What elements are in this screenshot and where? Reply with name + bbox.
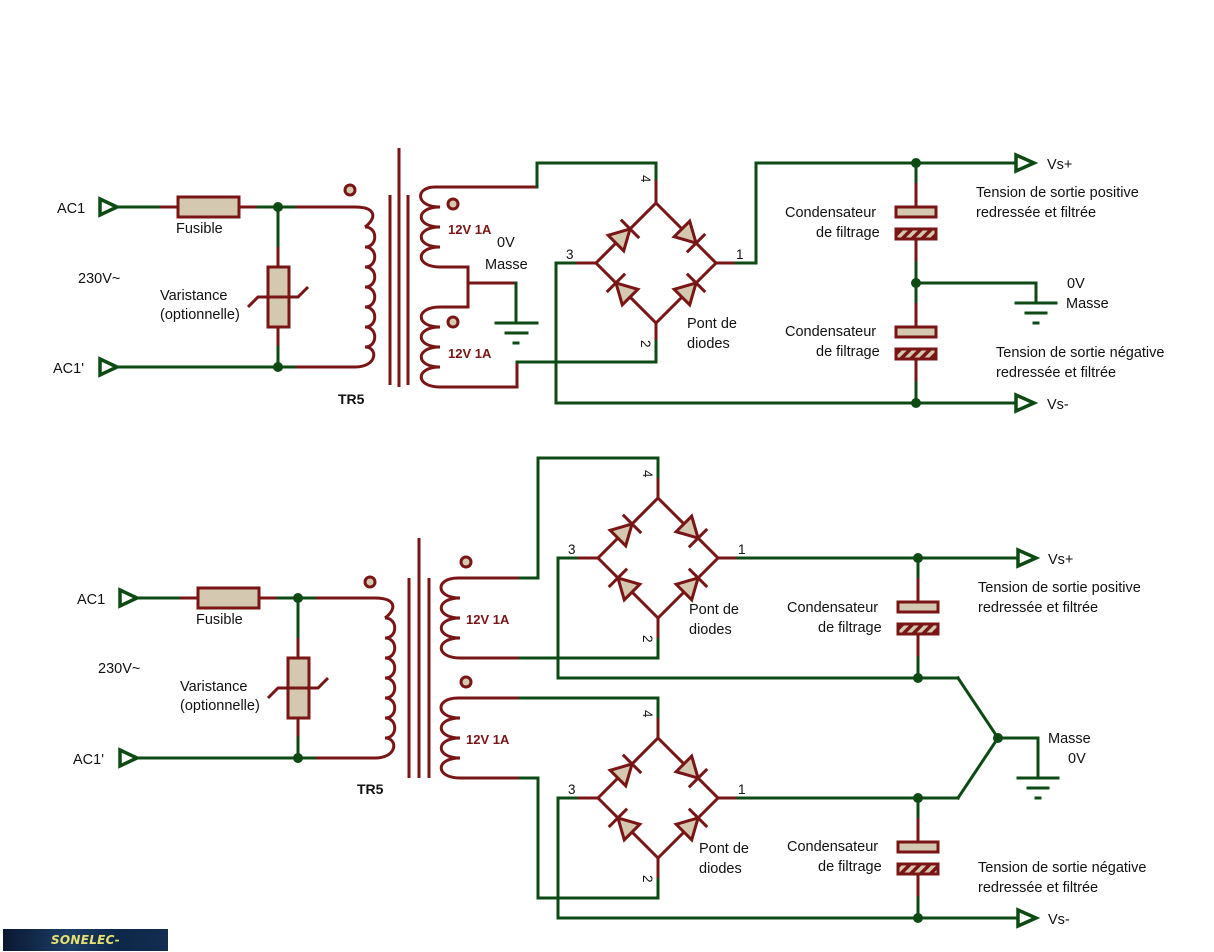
label-cap2-1: Condensateur — [787, 839, 878, 855]
label-ground-masse: Masse — [1066, 296, 1109, 312]
bottom-circuit: AC1 AC1' 230V~ Fusible Varistance (optio… — [73, 456, 1146, 929]
label-transformer: TR5 — [338, 391, 365, 407]
label-varistor-1: Varistance — [180, 679, 247, 695]
label-cap2-2: de filtrage — [816, 344, 880, 360]
transformer-primary — [354, 205, 377, 369]
neg-desc-1: Tension de sortie négative — [978, 860, 1146, 876]
diode-bridge-2 — [595, 735, 721, 861]
watermark-logo: SONELEC-MUSIQUE.COM — [3, 929, 168, 951]
fuse — [196, 586, 261, 610]
diode-bridge-1 — [595, 495, 721, 621]
terminal-vs-minus-icon — [1016, 907, 1041, 929]
neg-desc-1: Tension de sortie négative — [996, 345, 1164, 361]
label-vs-minus: Vs- — [1047, 397, 1069, 413]
label-cap1-1: Condensateur — [787, 600, 878, 616]
bridge2-pin-3: 3 — [568, 782, 576, 797]
label-centertap-0v: 0V — [497, 235, 515, 251]
label-bridge1-2: diodes — [689, 622, 732, 638]
capacitor-positive — [894, 205, 938, 219]
terminal-ac1-prime-icon — [118, 747, 142, 769]
label-cap2-2: de filtrage — [818, 859, 882, 875]
label-cap2-1: Condensateur — [785, 324, 876, 340]
bridge-pin-3: 3 — [566, 247, 574, 262]
bridge1-pin-2: 2 — [640, 635, 655, 643]
bridge2-pin-1: 1 — [738, 782, 746, 797]
terminal-ac1-prime-icon — [98, 356, 122, 378]
label-varistor-1: Varistance — [160, 288, 227, 304]
fuse — [176, 195, 241, 219]
label-vs-plus: Vs+ — [1048, 552, 1073, 568]
label-ac1: AC1 — [57, 201, 85, 217]
bridge2-pin-4: 4 — [640, 710, 655, 718]
terminal-ac1-icon — [118, 587, 142, 609]
label-ground-masse: Masse — [1048, 731, 1091, 747]
label-cap1-2: de filtrage — [816, 225, 880, 241]
capacitor-negative — [896, 840, 940, 854]
label-bridge2-2: diodes — [699, 861, 742, 877]
label-mains: 230V~ — [78, 271, 120, 287]
pos-desc-2: redressée et filtrée — [978, 600, 1098, 616]
label-bridge-1: Pont de — [687, 316, 737, 332]
label-ground-0v: 0V — [1068, 751, 1086, 767]
terminal-ac1-icon — [98, 196, 122, 218]
label-ac1: AC1 — [77, 592, 105, 608]
label-fuse: Fusible — [196, 612, 243, 628]
label-ac1-prime: AC1' — [53, 361, 84, 377]
label-cap1-2: de filtrage — [818, 620, 882, 636]
label-cap1-1: Condensateur — [785, 205, 876, 221]
label-bridge-2: diodes — [687, 336, 730, 352]
terminal-vs-minus-icon — [1014, 392, 1039, 414]
pos-desc-1: Tension de sortie positive — [978, 580, 1141, 596]
top-circuit: AC1 AC1' 230V~ Fusible Varistance (optio… — [53, 148, 1164, 414]
label-bridge1-1: Pont de — [689, 602, 739, 618]
neg-desc-2: redressée et filtrée — [978, 880, 1098, 896]
label-transformer: TR5 — [357, 781, 384, 797]
pos-desc-1: Tension de sortie positive — [976, 185, 1139, 201]
bridge1-pin-1: 1 — [738, 542, 746, 557]
label-secondary-2: 12V 1A — [466, 732, 510, 747]
label-fuse: Fusible — [176, 221, 223, 237]
capacitor-negative — [894, 325, 938, 339]
neg-desc-2: redressée et filtrée — [996, 365, 1116, 381]
diode-bridge — [593, 200, 719, 326]
terminal-vs-plus-icon — [1014, 152, 1039, 174]
bridge1-pin-3: 3 — [568, 542, 576, 557]
label-secondary-1: 12V 1A — [448, 222, 492, 237]
label-bridge2-1: Pont de — [699, 841, 749, 857]
label-ground-0v: 0V — [1067, 276, 1085, 292]
bridge1-pin-4: 4 — [640, 470, 655, 478]
bridge2-pin-2: 2 — [640, 875, 655, 883]
capacitor-positive — [896, 600, 940, 614]
label-secondary-2: 12V 1A — [448, 346, 492, 361]
label-vs-plus: Vs+ — [1047, 157, 1072, 173]
bridge-pin-2: 2 — [638, 340, 653, 348]
label-vs-minus: Vs- — [1048, 912, 1070, 928]
label-centertap-masse: Masse — [485, 257, 528, 273]
label-ac1-prime: AC1' — [73, 752, 104, 768]
label-varistor-2: (optionnelle) — [180, 698, 260, 714]
label-secondary-1: 12V 1A — [466, 612, 510, 627]
transformer-primary — [374, 596, 397, 760]
bridge-pin-4: 4 — [638, 175, 653, 183]
pos-desc-2: redressée et filtrée — [976, 205, 1096, 221]
terminal-vs-plus-icon — [1016, 547, 1041, 569]
label-mains: 230V~ — [98, 661, 140, 677]
label-varistor-2: (optionnelle) — [160, 307, 240, 323]
bridge-pin-1: 1 — [736, 247, 744, 262]
